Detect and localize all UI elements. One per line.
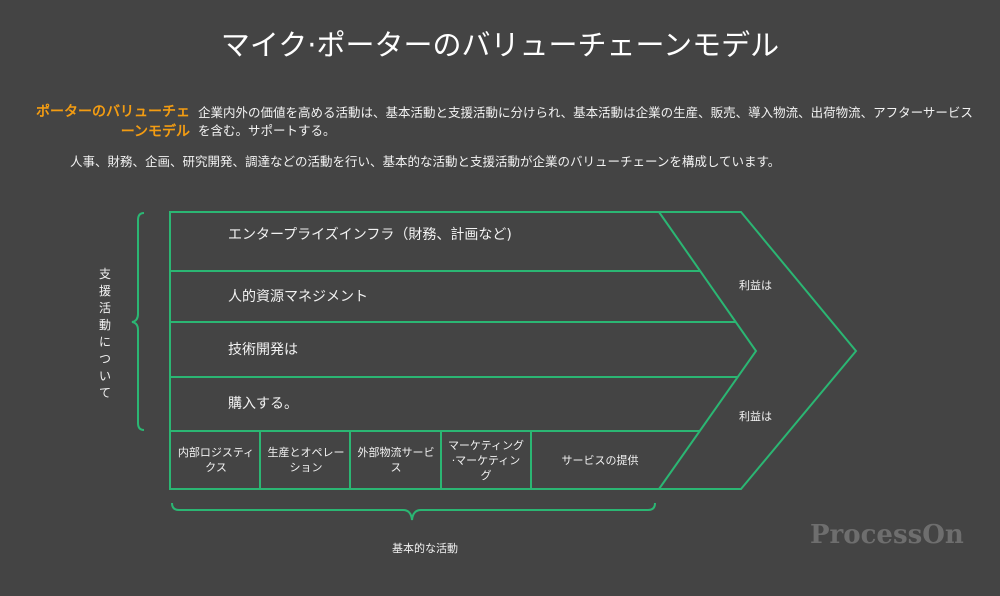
support-brace bbox=[131, 212, 145, 431]
support-row-procurement: 購入する。 bbox=[228, 396, 298, 412]
support-row-hrm: 人的資源マネジメント bbox=[228, 289, 368, 305]
description-2: 人事、財務、企画、研究開発、調達などの活動を行い、基本的な活動と支援活動が企業の… bbox=[70, 154, 781, 169]
primary-cell-operations: 生産とオペレーション bbox=[267, 446, 345, 474]
outer-chevron bbox=[169, 211, 858, 490]
description-1: 企業内外の価値を高める活動は、基本活動と支援活動に分けられ、基本活動は企業の生産… bbox=[198, 105, 973, 138]
page-title: マイク·ポーターのバリューチェーンモデル bbox=[220, 28, 780, 62]
watermark-logo: ProcessOn bbox=[810, 520, 964, 550]
primary-activities-label: 基本的な活動 bbox=[392, 542, 458, 555]
primary-cell-service: サービスの提供 bbox=[561, 453, 639, 467]
support-row-infrastructure: エンタープライズインフラ（財務、計画など) bbox=[228, 227, 512, 243]
margin-label-bottom: 利益は bbox=[739, 410, 772, 423]
primary-cell-inbound: 内部ロジスティクス bbox=[177, 446, 255, 474]
margin-label-top: 利益は bbox=[739, 279, 772, 292]
subtitle: ポーターのバリューチェーンモデル bbox=[36, 104, 190, 140]
support-row-technology: 技術開発は bbox=[228, 342, 298, 358]
primary-cell-outbound: 外部物流サービス bbox=[357, 446, 435, 474]
primary-brace bbox=[171, 502, 656, 521]
support-activities-label: 支援活動について bbox=[98, 267, 111, 400]
primary-cell-marketing: マーケティング·マーケティング bbox=[447, 438, 525, 482]
inner-chevron bbox=[658, 211, 758, 490]
